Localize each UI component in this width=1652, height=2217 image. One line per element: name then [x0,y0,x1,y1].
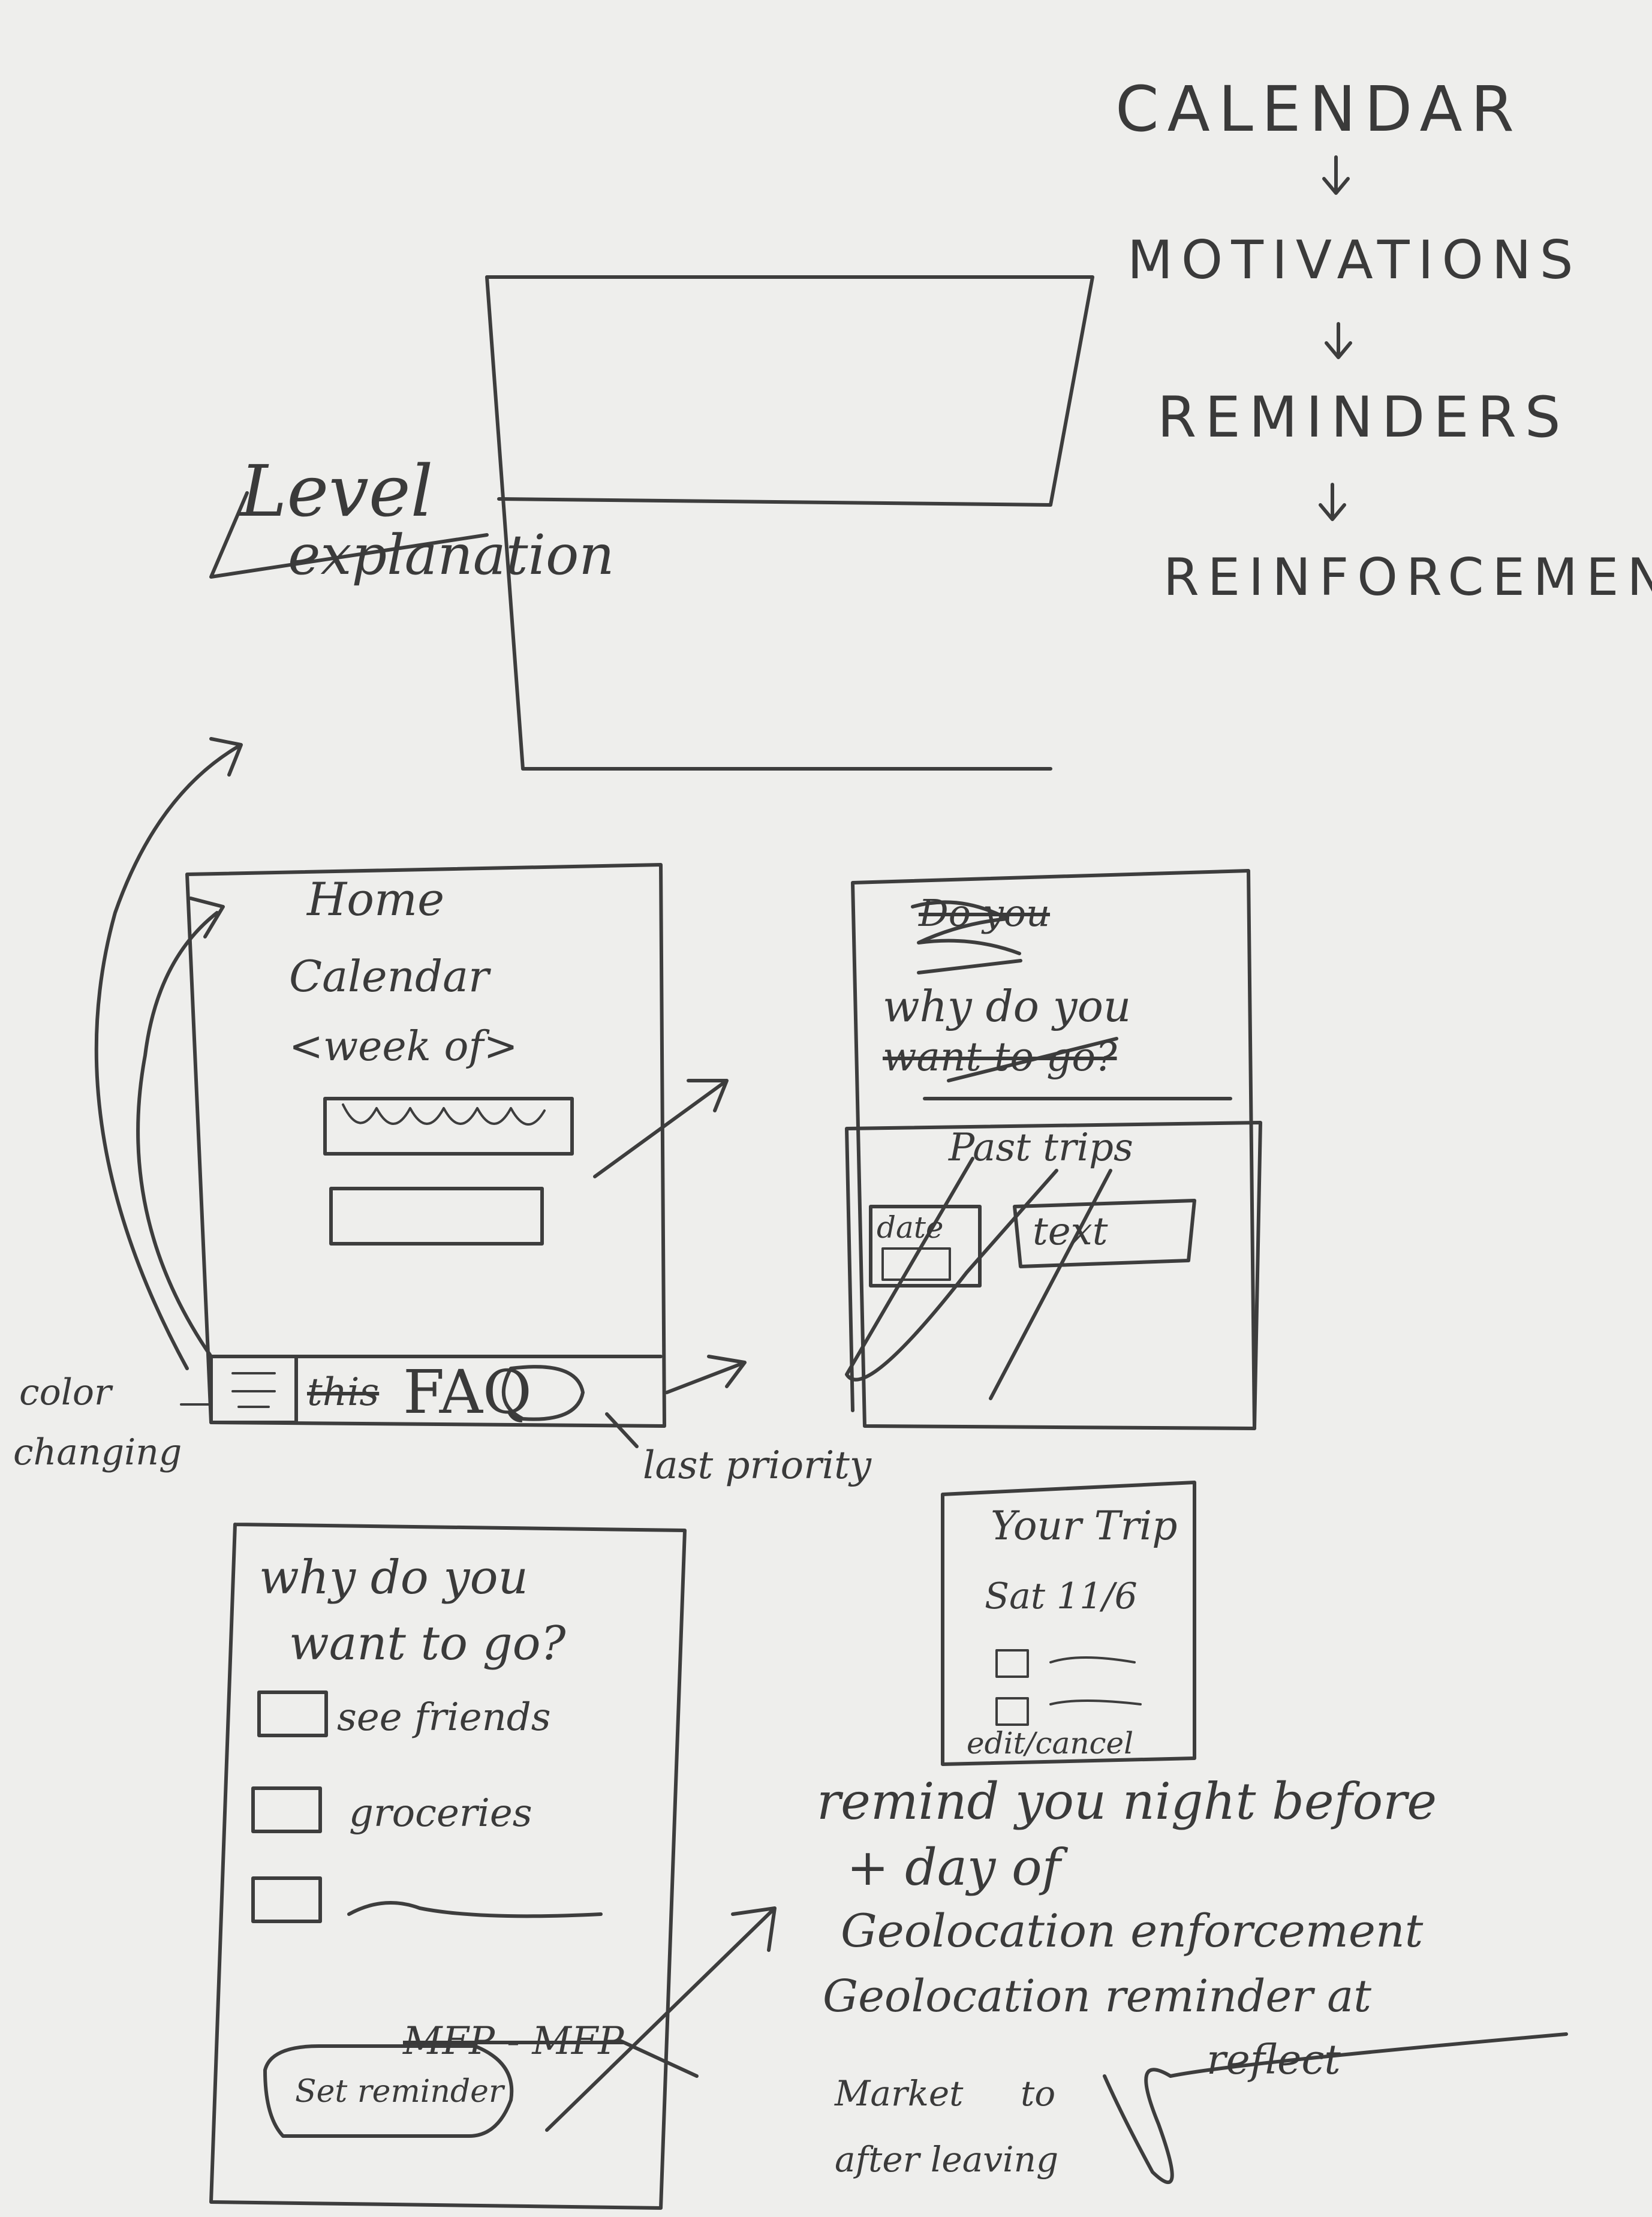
trip-title: Your Trip [991,1503,1178,1549]
trip-item-1-line [1049,1656,1136,1663]
option-label-groceries: groceries [349,1791,532,1836]
draft-date-sub [881,1247,951,1281]
trip-checkbox-2 [995,1697,1029,1726]
calendar-tab-icon-mark [231,1372,276,1408]
draft-question-strike [947,1037,1118,1082]
flow-step-reinforcement: REINFORCEMEN [1163,548,1652,607]
draft-text-box [1013,1199,1196,1268]
flow-step-calendar: CALENDAR [1115,73,1522,146]
trip-item-2-line [1049,1699,1142,1705]
why-phone-frame [209,1523,687,2210]
flow-step-motivations: MOTIVATIONS [1127,229,1582,291]
home-faq-tab: FAQ [403,1357,532,1427]
crossed-note: MFP - MFP [403,2019,624,2063]
note-line-3: Geolocation enforcement [841,1904,1424,1957]
last-priority-note: last priority [643,1443,872,1488]
calendar-slot-scribble [342,1103,546,1126]
draft-date-label: date [877,1210,944,1245]
note-line-1: remind you night before [817,1772,1437,1831]
calendar-slot-1 [323,1097,574,1156]
why-question-line-2: want to go? [289,1617,566,1671]
level-explanation-label: explanation [288,523,615,587]
faq-circle [501,1365,585,1421]
draft-crossed-header: Do you [919,891,1051,935]
set-reminder-button-outline [263,2044,514,2138]
home-phone-frame [185,863,666,1428]
level-label: Level [240,450,434,533]
draft-header-scribble [911,900,1022,974]
loop-arrow-large [94,737,243,1370]
set-reminder-button[interactable]: Set reminder [295,2074,504,2110]
option-checkbox-1 [257,1690,328,1737]
note-line-2: + day of [847,1838,1061,1897]
draft-date-box [869,1205,982,1288]
flow-arrow-2 [1325,322,1352,359]
trip-phone-frame [941,1481,1196,1766]
arrow-tab-to-draft [665,1355,747,1394]
option-checkbox-3 [251,1876,322,1923]
note-line-4: Geolocation reminder at [823,1971,1371,2022]
calendar-slot-2 [329,1187,544,1246]
trip-date: Sat 11/6 [985,1575,1138,1617]
why-question-line-1: why do you [259,1551,528,1605]
option-label-see-friends: see friends [337,1695,551,1740]
loop-arrow-small [136,897,225,1358]
color-note-line-2: changing [13,1431,182,1473]
level-bracket [209,491,489,579]
note-reflect: reflect [1206,2036,1341,2084]
draft-cross-out-2 [989,1169,1112,1400]
draft-question-line-1: why do you [883,981,1132,1031]
home-title: Home [307,873,445,926]
draft-cross-out [845,1157,1058,1382]
arrow-why-to-notes [545,1906,777,2132]
flow-arrow-1 [1322,155,1350,195]
option-checkbox-2 [251,1786,322,1833]
home-calendar-label: Calendar [289,951,489,1001]
home-tab-crossed: this [307,1370,380,1415]
trip-edit-cancel[interactable]: edit/cancel [967,1726,1134,1761]
trip-checkbox-1 [995,1649,1029,1678]
note-after-leaving: after leaving [835,2139,1059,2180]
color-note-line-1: color [19,1371,112,1413]
level-box [485,275,1094,771]
flow-arrow-3 [1319,483,1346,521]
option-3-line [347,1901,603,1918]
calendar-tab-icon [209,1355,298,1424]
draft-past-trips: Past trips [949,1126,1133,1170]
note-to: to [1021,2073,1056,2114]
faq-strike [605,1412,639,1448]
draft-question-line-2: want to go? [883,1034,1117,1080]
crossed-note-strike [617,2038,699,2078]
flow-step-reminders: REMINDERS [1157,385,1569,450]
draft-text-label: text [1033,1210,1108,1254]
arrow-home-to-draft [593,1079,729,1178]
notes-swirl-strike [1103,2032,1568,2185]
home-week-of-label: <week of> [289,1023,518,1070]
note-market: Market [835,2073,964,2114]
